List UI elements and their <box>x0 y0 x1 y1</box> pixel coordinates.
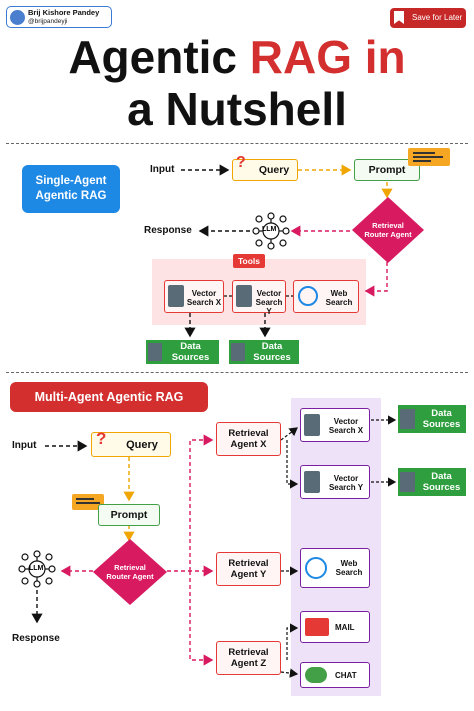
multi-tools-area <box>291 398 381 696</box>
chat-box: CHAT <box>300 662 370 688</box>
divider <box>6 143 468 144</box>
retrieval-agent-z: Retrieval Agent Z <box>216 641 281 675</box>
llm-icon <box>18 550 56 588</box>
save-label: Save for Later <box>412 13 463 22</box>
web-search-label: Web Search <box>335 559 363 577</box>
vector-search-y-box: Vector Search Y <box>300 465 370 499</box>
vector-search-y-label: Vector Search Y <box>328 474 364 492</box>
page-title-line2: a Nutshell <box>127 83 347 135</box>
author-badge: Brij Kishore Pandey @brijpandeyji <box>6 6 112 28</box>
vector-db-icon <box>304 471 320 493</box>
data-sources-x: Data Sources <box>398 405 466 433</box>
author-handle: @brijpandeyji <box>28 18 68 25</box>
title-agentic: Agentic <box>68 31 250 83</box>
vector-db-icon <box>236 285 252 307</box>
mail-box: MAIL <box>300 611 370 643</box>
author-name: Brij Kishore Pandey <box>28 8 100 17</box>
retrieval-agent-y: Retrieval Agent Y <box>216 552 281 586</box>
query-label: Query <box>126 438 158 451</box>
response-label: Response <box>12 633 60 644</box>
page-title-line1: Agentic RAG in <box>0 32 474 82</box>
question-mark-icon: ? <box>236 154 246 171</box>
data-sources-label: Data Sources <box>422 408 461 430</box>
query-label: Query <box>258 164 290 176</box>
multi-agent-panel: Multi-Agent Agentic RAG <box>10 382 208 412</box>
vector-search-x-label: Vector Search X <box>186 289 222 307</box>
llm-icon <box>252 212 290 250</box>
web-globe-icon <box>305 557 327 579</box>
mail-label: MAIL <box>335 623 355 632</box>
query-box: ? Query <box>232 154 298 181</box>
vector-db-icon <box>304 414 320 436</box>
prompt-document-icon <box>72 494 104 510</box>
data-sources-y: Data Sources <box>229 340 299 364</box>
input-label: Input <box>150 164 175 175</box>
retrieval-router-label: Retrieval Router Agent <box>106 563 154 581</box>
vector-search-x-box: Vector Search X <box>164 280 224 313</box>
prompt-box: Prompt <box>98 504 160 526</box>
web-search-label: Web Search <box>325 289 353 307</box>
question-mark-icon: ? <box>96 429 107 448</box>
avatar <box>10 10 25 25</box>
database-icon <box>148 343 162 361</box>
data-sources-x: Data Sources <box>146 340 219 364</box>
web-search-box: Web Search <box>293 280 359 313</box>
single-agent-panel: Single-Agent Agentic RAG <box>22 165 120 213</box>
data-sources-label: Data Sources <box>171 341 210 363</box>
vector-db-icon <box>168 285 184 307</box>
mail-icon <box>305 618 329 636</box>
retrieval-router-label: Retrieval Router Agent <box>364 221 412 239</box>
retrieval-agent-x: Retrieval Agent X <box>216 422 281 456</box>
prompt-box: Prompt <box>354 159 420 181</box>
data-sources-label: Data Sources <box>422 471 461 493</box>
data-sources-y: Data Sources <box>398 468 466 496</box>
chat-label: CHAT <box>335 671 357 680</box>
vector-search-y-box: Vector Search Y <box>232 280 286 316</box>
vector-search-x-box: Vector Search X <box>300 408 370 442</box>
query-box: ? Query <box>91 429 171 457</box>
input-label: Input <box>12 440 37 451</box>
divider <box>6 372 468 373</box>
title-rag-in: RAG in <box>249 31 406 83</box>
database-icon <box>231 343 245 361</box>
database-icon <box>400 409 415 429</box>
web-search-box: Web Search <box>300 548 370 588</box>
tools-badge: Tools <box>233 254 265 268</box>
save-for-later-button[interactable]: Save for Later <box>390 8 466 28</box>
vector-search-x-label: Vector Search X <box>328 417 364 435</box>
llm-label: LLM <box>29 565 44 572</box>
llm-label: LLM <box>262 226 277 233</box>
response-label: Response <box>144 225 192 236</box>
data-sources-label: Data Sources <box>253 341 291 363</box>
vector-search-y-label: Vector Search Y <box>255 289 283 316</box>
chat-icon <box>305 667 327 683</box>
web-globe-icon <box>298 286 318 306</box>
bookmark-icon <box>394 11 404 24</box>
database-icon <box>400 472 415 492</box>
prompt-document-icon <box>408 148 450 166</box>
